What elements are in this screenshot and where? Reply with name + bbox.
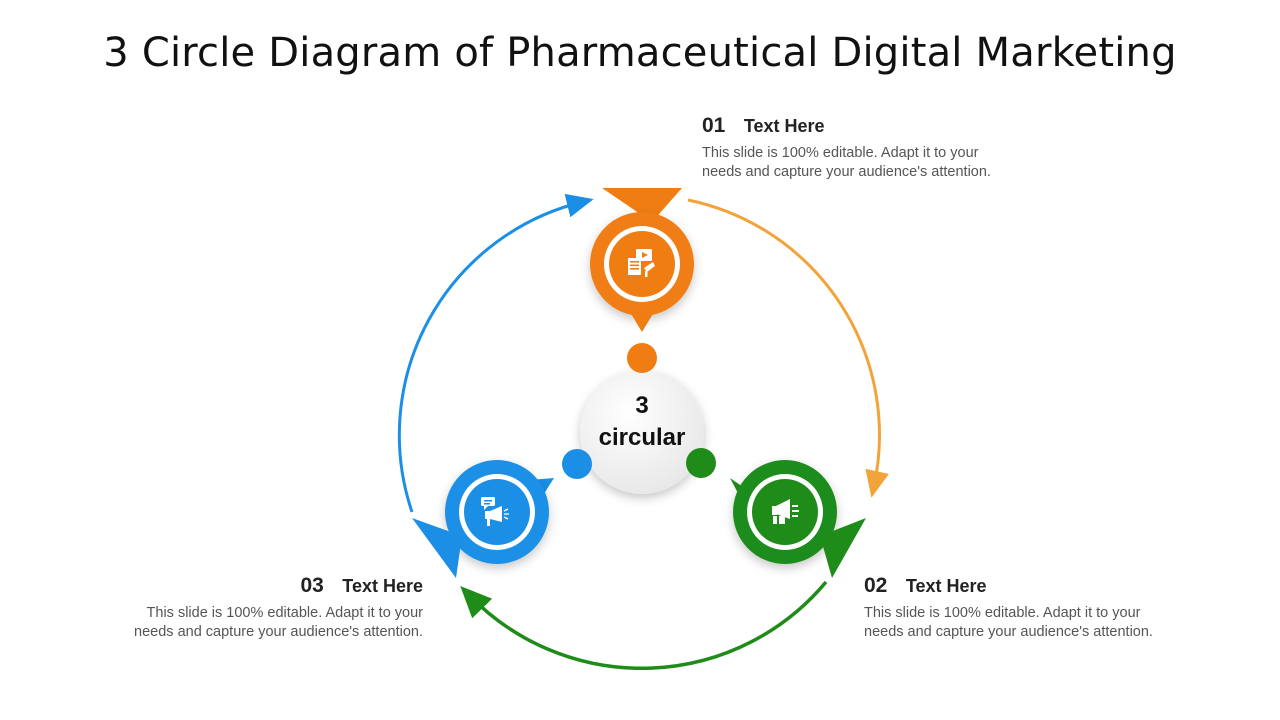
node-orange xyxy=(590,188,694,332)
item-01-number: 01 xyxy=(702,114,726,137)
center-word: circular xyxy=(598,424,686,451)
center-label: 3 circular xyxy=(582,390,702,454)
item-03-label: Text Here xyxy=(342,576,423,596)
arrow-blue xyxy=(397,193,594,513)
connector-dot-orange xyxy=(627,343,657,373)
item-03-block: 03 Text Here This slide is 100% editable… xyxy=(83,574,423,642)
center-circle xyxy=(580,370,704,494)
center-number: 3 xyxy=(635,392,649,419)
node-green xyxy=(730,460,866,578)
arrow-green xyxy=(460,580,828,671)
item-01-label: Text Here xyxy=(743,116,825,136)
item-02-description: This slide is 100% editable. Adapt it to… xyxy=(864,604,1204,642)
item-03-number: 03 xyxy=(300,574,324,597)
megaphone-icon xyxy=(772,499,799,524)
item-02-number: 02 xyxy=(864,574,888,597)
item-01-block: 01 Text Here This slide is 100% editable… xyxy=(702,114,1042,182)
page-title: 3 Circle Diagram of Pharmaceutical Digit… xyxy=(103,30,1177,76)
item-01-desc-line-2: needs and capture your audience's attent… xyxy=(702,164,991,180)
item-01-desc-line-1: This slide is 100% editable. Adapt it to… xyxy=(702,145,979,161)
item-03-desc-line-2: needs and capture your audience's attent… xyxy=(134,624,423,640)
connector-dot-blue xyxy=(562,449,592,479)
speaking-megaphone-icon xyxy=(481,497,509,526)
item-02-desc-line-1: This slide is 100% editable. Adapt it to… xyxy=(864,605,1141,621)
item-01-description: This slide is 100% editable. Adapt it to… xyxy=(702,144,1042,182)
item-03-description: This slide is 100% editable. Adapt it to… xyxy=(83,604,423,642)
item-02-label: Text Here xyxy=(905,576,987,596)
item-03-desc-line-1: This slide is 100% editable. Adapt it to… xyxy=(146,605,423,621)
item-02-desc-line-2: needs and capture your audience's attent… xyxy=(864,624,1153,640)
video-document-icon xyxy=(628,249,655,277)
connector-dot-green xyxy=(686,448,716,478)
item-02-block: 02 Text Here This slide is 100% editable… xyxy=(864,574,1204,642)
arrow-orange xyxy=(687,198,889,498)
node-blue xyxy=(412,460,554,578)
